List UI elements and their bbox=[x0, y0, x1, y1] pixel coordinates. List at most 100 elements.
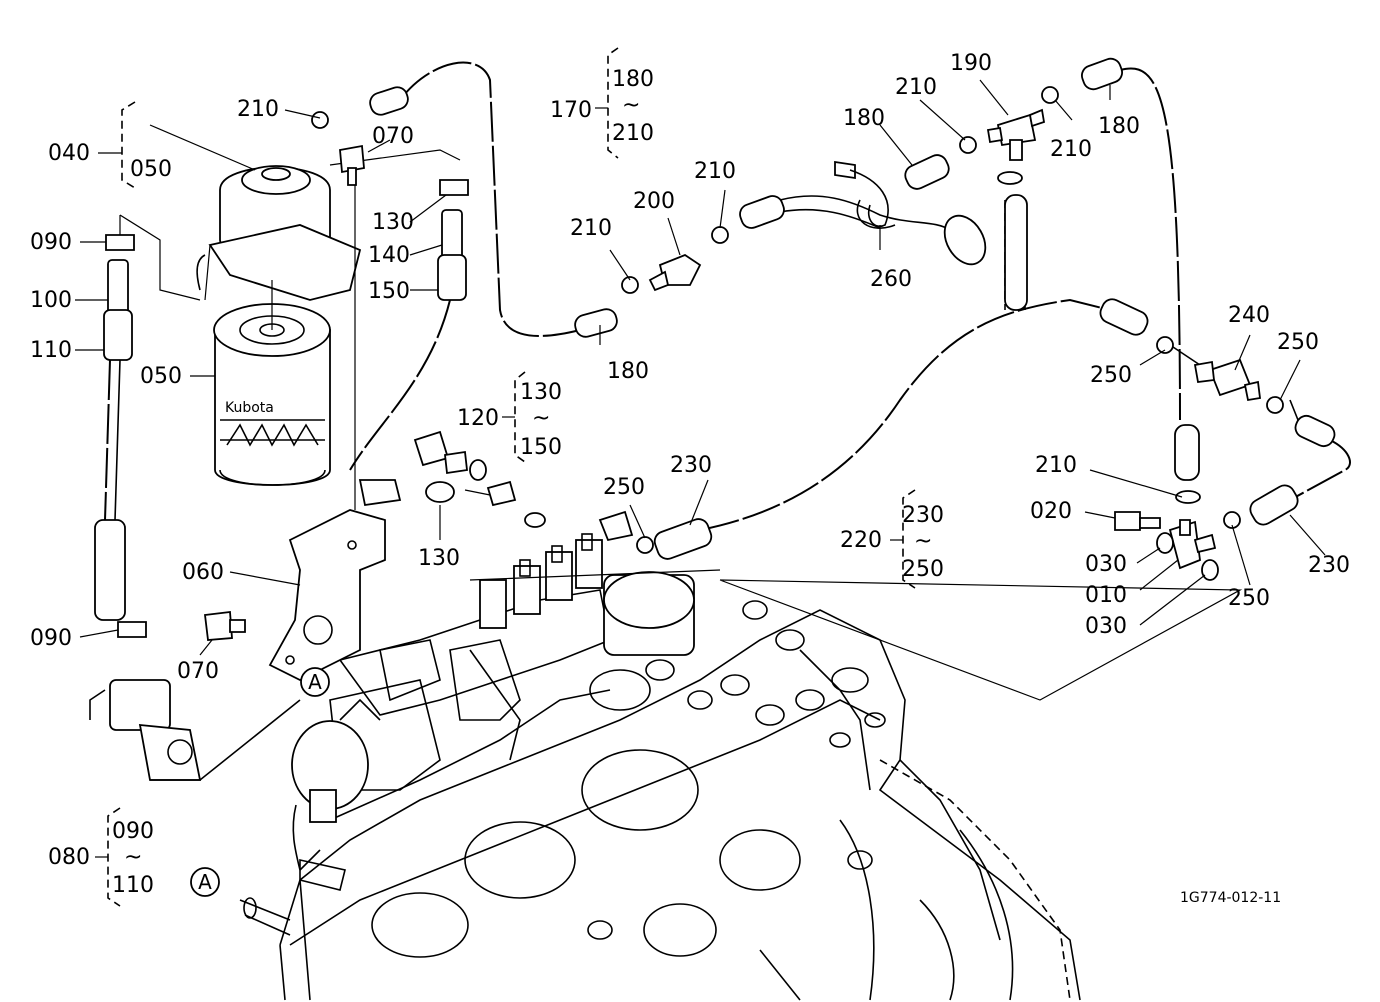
callout-080-range-start: 090 bbox=[112, 819, 154, 844]
callout-180-b: 180 bbox=[843, 106, 885, 131]
svg-text:A: A bbox=[308, 670, 322, 694]
hose-clamp-130 bbox=[439, 179, 469, 196]
hose-piece-180 bbox=[1081, 57, 1123, 91]
hose-150 bbox=[437, 254, 467, 301]
hose-pieces bbox=[94, 57, 1336, 621]
callout-020: 020 bbox=[1030, 499, 1072, 524]
callout-030-a: 030 bbox=[1085, 552, 1127, 577]
fuel-filter-240 bbox=[1208, 358, 1252, 397]
callout-180-c: 180 bbox=[1098, 114, 1140, 139]
fuel-tank-fitting bbox=[943, 214, 987, 266]
callout-170-range-start: 180 bbox=[612, 67, 654, 92]
band-clamp-260 bbox=[834, 160, 856, 180]
svg-text:~: ~ bbox=[622, 93, 640, 118]
callout-120-range-end: 150 bbox=[520, 435, 562, 460]
hose-piece-180 bbox=[904, 154, 950, 190]
hose-clamp-130 bbox=[425, 481, 455, 503]
hose-clamp-090 bbox=[117, 621, 147, 638]
svg-text:A: A bbox=[198, 870, 212, 894]
hose-piece-230 bbox=[1249, 484, 1299, 526]
clip-210 bbox=[959, 136, 977, 154]
callout-210-b: 210 bbox=[570, 216, 612, 241]
callout-numbers: 040 050 210 070 090 100 110 050 130 140 … bbox=[30, 51, 1350, 906]
gasket-030 bbox=[1201, 559, 1219, 581]
clip-210 bbox=[621, 276, 639, 294]
brand-label: Kubota bbox=[225, 400, 274, 416]
callout-080-range-end: 110 bbox=[112, 873, 154, 898]
callout-250-b: 250 bbox=[1090, 363, 1132, 388]
hose-piece-180 bbox=[574, 308, 618, 338]
callout-060: 060 bbox=[182, 560, 224, 585]
clip-250 bbox=[636, 536, 654, 554]
fittings bbox=[203, 108, 1262, 641]
injection-pump-element bbox=[479, 579, 507, 629]
fuel-pipe-140 bbox=[441, 209, 463, 261]
callout-130: 130 bbox=[372, 210, 414, 235]
clip-250 bbox=[1156, 336, 1174, 354]
clip-210 bbox=[1175, 490, 1201, 504]
clip-210 bbox=[311, 111, 329, 129]
callout-120-range-start: 130 bbox=[520, 380, 562, 405]
hose-lower bbox=[94, 519, 126, 621]
engine-block bbox=[239, 600, 1081, 1001]
hose-piece bbox=[369, 86, 409, 116]
callout-210-f: 210 bbox=[1035, 453, 1077, 478]
callout-250-a: 250 bbox=[603, 475, 645, 500]
hose-110 bbox=[103, 309, 133, 361]
callout-190: 190 bbox=[950, 51, 992, 76]
callout-210-d: 210 bbox=[895, 75, 937, 100]
clip-210 bbox=[1041, 86, 1059, 104]
callout-220-range-end: 250 bbox=[902, 557, 944, 582]
gasket-030 bbox=[1156, 532, 1174, 554]
cylinder-bore bbox=[371, 892, 469, 958]
callout-010: 010 bbox=[1085, 583, 1127, 608]
view-marker-a-bottom: A bbox=[190, 867, 220, 897]
hose-piece bbox=[739, 195, 785, 229]
solenoid-connector bbox=[309, 789, 337, 823]
callout-070: 070 bbox=[372, 124, 414, 149]
callout-050-cartridge: 050 bbox=[140, 364, 182, 389]
callout-100: 100 bbox=[30, 288, 72, 313]
svg-text:~: ~ bbox=[532, 406, 550, 431]
filter-bracket bbox=[268, 160, 386, 682]
callout-210-c: 210 bbox=[694, 159, 736, 184]
bolt-070 bbox=[203, 610, 233, 641]
cylinder-bore bbox=[464, 821, 576, 899]
injection-pump-assembly bbox=[291, 533, 721, 871]
callout-080: 080 bbox=[48, 845, 90, 870]
eye-bolt-020 bbox=[1114, 511, 1141, 531]
callout-210: 210 bbox=[237, 97, 279, 122]
callout-210-e: 210 bbox=[1050, 137, 1092, 162]
callout-070-b: 070 bbox=[177, 659, 219, 684]
callout-050: 050 bbox=[130, 157, 172, 182]
callout-250-c: 250 bbox=[1277, 330, 1319, 355]
fuel-filter-assembly: Kubota bbox=[196, 165, 362, 486]
clip-250 bbox=[1223, 511, 1241, 529]
injection-pump-element bbox=[575, 539, 603, 589]
vertical-hose bbox=[1174, 424, 1200, 481]
clips bbox=[105, 86, 1284, 638]
leader-lines bbox=[75, 79, 1326, 701]
callout-090: 090 bbox=[30, 230, 72, 255]
hose-piece-230 bbox=[653, 518, 713, 560]
clip-210 bbox=[711, 226, 729, 244]
callout-040: 040 bbox=[48, 141, 90, 166]
callout-150: 150 bbox=[368, 279, 410, 304]
callout-180-a: 180 bbox=[607, 359, 649, 384]
callout-220-range-start: 230 bbox=[902, 503, 944, 528]
callout-200: 200 bbox=[633, 189, 675, 214]
hose-clamp-090 bbox=[105, 234, 135, 251]
bolt-070 bbox=[339, 144, 365, 174]
callout-130-b: 130 bbox=[418, 546, 460, 571]
callout-140: 140 bbox=[368, 243, 410, 268]
banjo-bolt bbox=[413, 430, 450, 467]
callout-090-b: 090 bbox=[30, 626, 72, 651]
callout-230-a: 230 bbox=[670, 453, 712, 478]
vertical-hose bbox=[1004, 194, 1028, 311]
range-brackets bbox=[95, 47, 916, 907]
callout-110: 110 bbox=[30, 338, 72, 363]
callout-120: 120 bbox=[457, 406, 499, 431]
svg-text:~: ~ bbox=[124, 845, 142, 870]
cylinder-bore bbox=[581, 749, 699, 831]
callout-240: 240 bbox=[1228, 303, 1270, 328]
